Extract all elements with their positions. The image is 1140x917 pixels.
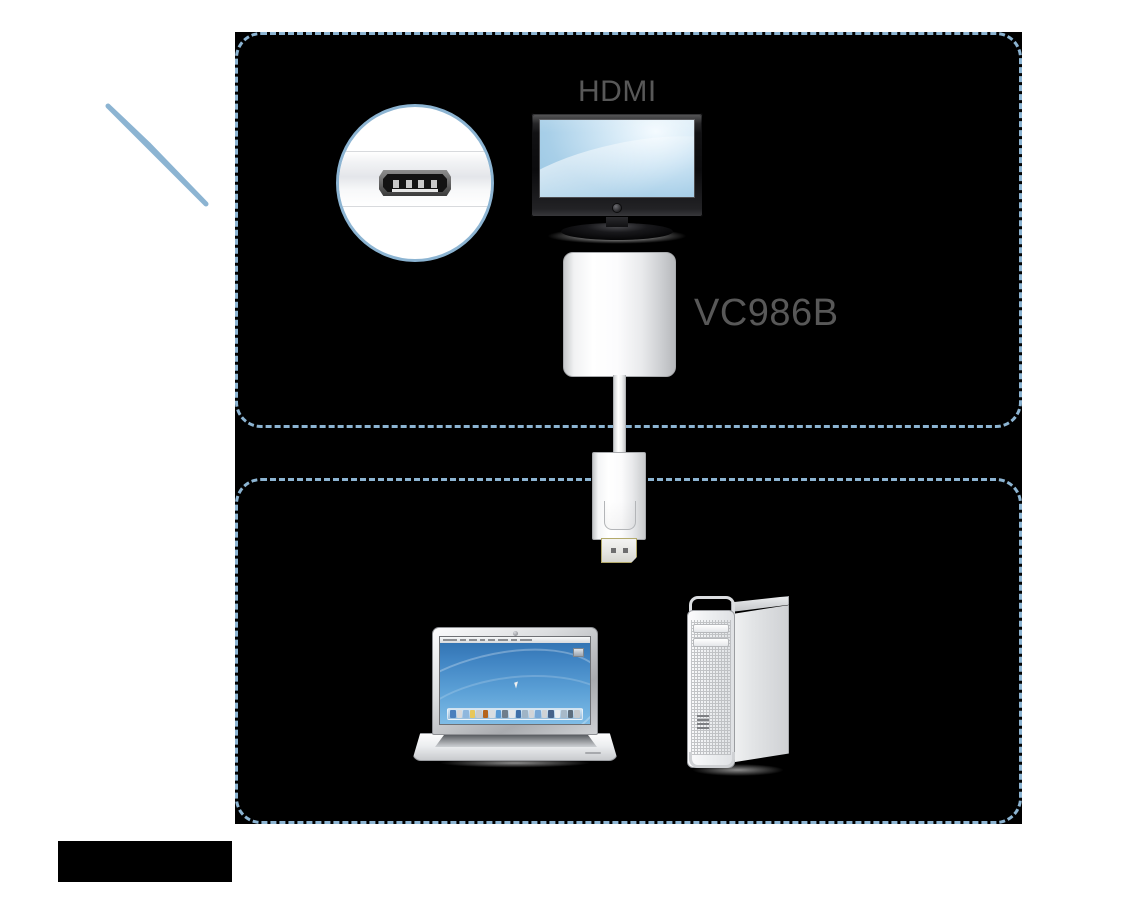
menu-bar-item <box>460 639 466 641</box>
menu-bar-item <box>469 639 477 641</box>
display-base <box>561 223 673 240</box>
display-screen <box>540 120 694 197</box>
dock-icon <box>450 710 456 718</box>
hdmi-port-icon <box>379 170 451 196</box>
dock-icon <box>469 710 476 718</box>
dock-icon <box>508 710 515 718</box>
footer-black-bar <box>58 841 232 882</box>
dock-icon <box>515 710 522 718</box>
menu-bar <box>440 637 590 643</box>
dock-icon <box>489 710 495 718</box>
menu-bar-item <box>498 639 508 641</box>
hdmi-port-callout <box>336 104 494 262</box>
vc986b-adapter <box>563 252 676 377</box>
dock-icon <box>482 710 489 718</box>
dock-icon <box>561 710 567 718</box>
dock-icon <box>528 710 535 718</box>
plug-grip <box>604 501 636 530</box>
hdmi-display <box>528 113 706 246</box>
dock-icon <box>476 710 482 718</box>
menu-bar-item <box>520 639 532 641</box>
laptop-screen <box>440 637 590 724</box>
dock-icon <box>495 710 502 718</box>
dock-icon <box>456 710 463 718</box>
plug-shell <box>592 452 646 540</box>
dock-icon <box>463 710 469 718</box>
tower-front-panel <box>687 610 735 768</box>
tower-drive-bay <box>693 624 729 633</box>
menu-bar-item <box>488 639 495 641</box>
laptop-lid <box>432 627 598 735</box>
model-label: VC986B <box>694 292 839 334</box>
dock-icon <box>535 710 541 718</box>
tower-top-handle <box>689 596 735 614</box>
callout-circle <box>336 104 494 262</box>
menu-bar-item <box>511 639 517 641</box>
dock-icon <box>567 710 574 718</box>
tower-front-ports <box>697 715 713 731</box>
menu-bar-item <box>443 639 457 641</box>
dock-icon <box>554 710 561 718</box>
power-led-icon <box>613 204 621 212</box>
tower-side-panel <box>729 605 789 763</box>
hdmi-contact-slot <box>392 189 438 192</box>
dock-icon <box>541 710 548 718</box>
laptop <box>412 627 618 769</box>
tower-drive-bay <box>693 638 729 647</box>
dock-icon <box>548 710 554 718</box>
tower <box>673 596 799 778</box>
hard-drive-icon <box>573 648 584 657</box>
menu-bar-item <box>480 639 485 641</box>
hdmi-label: HDMI <box>578 75 657 108</box>
plug-contact-tip <box>601 538 637 563</box>
laptop-base <box>412 733 618 761</box>
callout-tail <box>105 103 209 207</box>
dock-icon <box>522 710 528 718</box>
dock <box>447 708 583 720</box>
dock-icon <box>574 710 580 718</box>
webcam-icon <box>512 631 518 636</box>
display-bezel <box>531 113 703 217</box>
adapter-cable <box>613 375 626 460</box>
dock-icon <box>502 710 508 718</box>
display-neck <box>606 217 628 227</box>
hdmi-pin-row <box>393 180 437 188</box>
tower-bottom-handle <box>689 752 735 768</box>
hdmi-port-cavity <box>383 174 447 192</box>
displayport-plug <box>592 452 646 563</box>
